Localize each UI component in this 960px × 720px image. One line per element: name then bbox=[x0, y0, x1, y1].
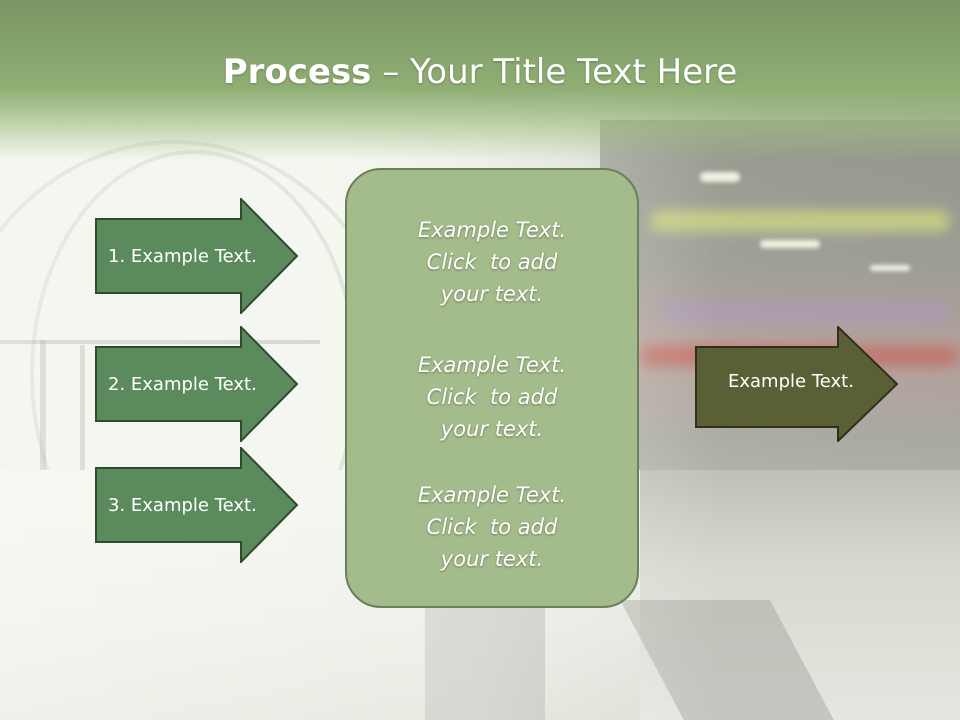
left-arrow-1[interactable]: 1. Example Text. bbox=[95, 198, 299, 314]
panel-line: Click to add bbox=[426, 515, 558, 539]
right-arrow-label: Example Text. bbox=[728, 370, 854, 392]
panel-text-block-2[interactable]: Example Text. Click to add your text. bbox=[347, 349, 637, 445]
right-arrow[interactable]: Example Text. bbox=[695, 326, 899, 442]
panel-text-block-1[interactable]: Example Text. Click to add your text. bbox=[347, 214, 637, 310]
left-arrow-3[interactable]: 3. Example Text. bbox=[95, 447, 299, 563]
panel-line: Click to add bbox=[426, 250, 558, 274]
panel-line: Example Text. bbox=[417, 218, 567, 242]
left-arrow-label: 2. Example Text. bbox=[108, 373, 257, 395]
left-arrow-2[interactable]: 2. Example Text. bbox=[95, 326, 299, 442]
title-rest: – Your Title Text Here bbox=[371, 52, 738, 92]
panel-text-block-3[interactable]: Example Text. Click to add your text. bbox=[347, 479, 637, 575]
title-band bbox=[0, 0, 960, 160]
content-panel[interactable]: Example Text. Click to add your text. Ex… bbox=[345, 168, 639, 608]
left-arrow-label: 1. Example Text. bbox=[108, 245, 257, 267]
slide-title[interactable]: Process – Your Title Text Here bbox=[0, 52, 960, 92]
panel-line: your text. bbox=[440, 282, 544, 306]
panel-line: your text. bbox=[440, 547, 544, 571]
panel-line: Example Text. bbox=[417, 353, 567, 377]
panel-line: Example Text. bbox=[417, 483, 567, 507]
title-bold: Process bbox=[222, 52, 372, 92]
panel-line: your text. bbox=[440, 417, 544, 441]
left-arrow-label: 3. Example Text. bbox=[108, 494, 257, 516]
panel-line: Click to add bbox=[426, 385, 558, 409]
